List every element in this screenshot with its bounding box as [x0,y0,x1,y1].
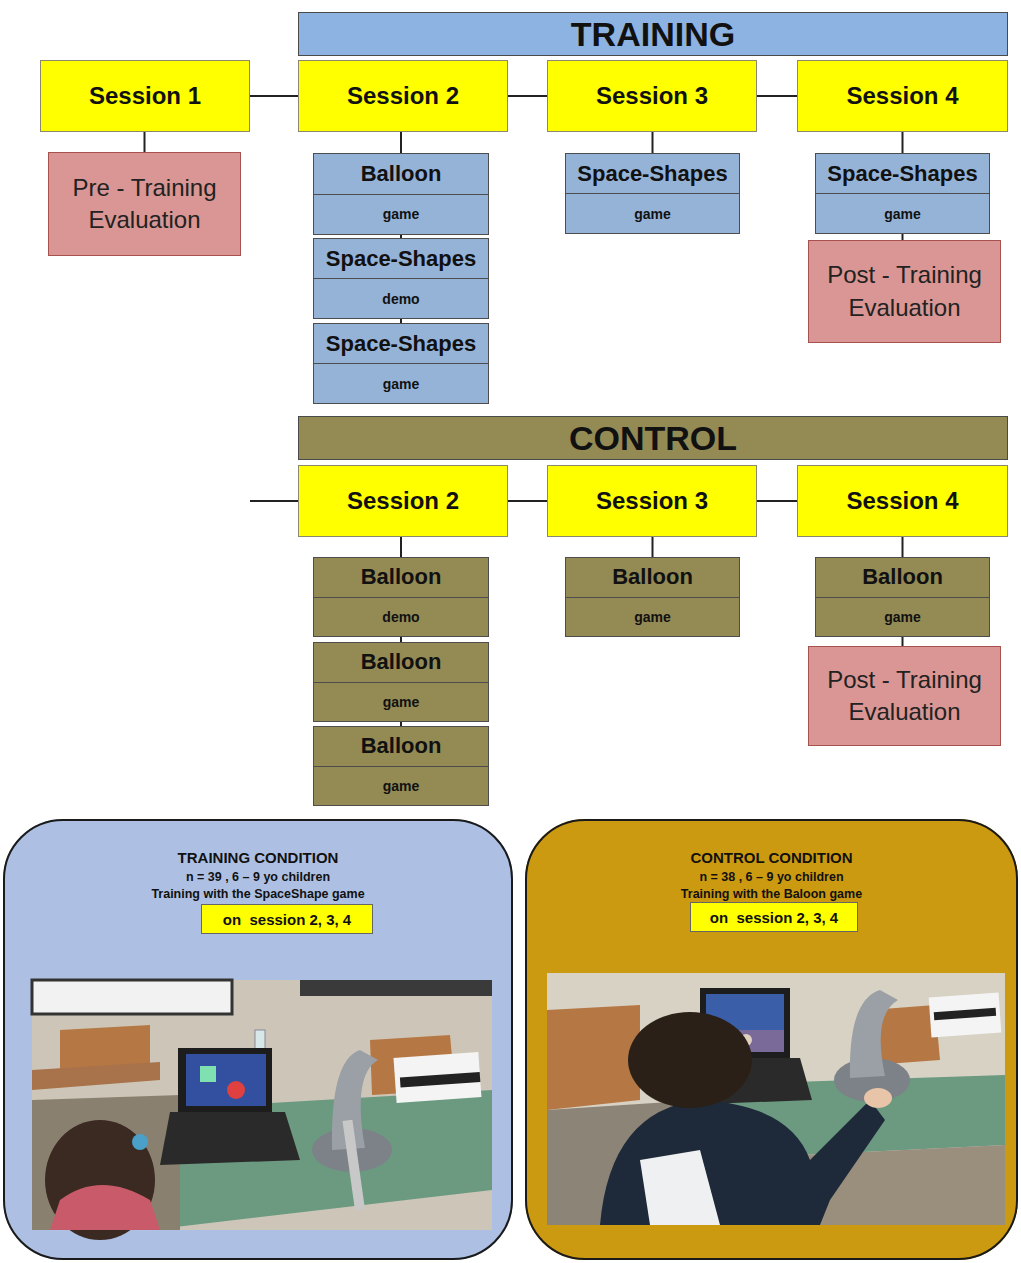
group-band: CONTROL [298,416,1008,460]
session-tag: on session 2, 3, 4 [201,904,373,934]
activity-mode: demo [314,278,488,318]
evaluation-label: Pre - Training Evaluation [55,172,234,237]
band-title: TRAINING [571,15,735,54]
connector-line [757,500,797,502]
photo-training [32,980,492,1240]
session-box: Session 2 [298,60,508,132]
session-label: Session 2 [347,82,459,110]
panel-note: n = 39 , 6 – 9 yo children [5,869,511,886]
activity-mode: game [314,194,488,235]
session-tag: on session 2, 3, 4 [690,902,858,932]
panel-note: Training with the SpaceShape game [5,886,511,903]
activity-box: Space-Shapesdemo [313,238,489,319]
evaluation-label: Post - Training Evaluation [815,259,994,324]
activity-name: Balloon [314,727,488,766]
connector-line [144,132,146,152]
session-box: Session 1 [40,60,250,132]
photo-control [547,973,1005,1225]
activity-box: Balloongame [313,642,489,722]
timeline-stub [250,500,298,502]
activity-mode: game [566,597,739,637]
activity-box: Space-Shapesgame [815,153,990,234]
activity-box: Balloongame [565,557,740,637]
session-label: Session 3 [596,82,708,110]
activity-mode: game [314,766,488,806]
session-box: Session 4 [797,60,1008,132]
panel-note: n = 38 , 6 – 9 yo children [527,869,1016,886]
session-label: Session 4 [846,82,958,110]
session-label: Session 2 [347,487,459,515]
session-box: Session 3 [547,60,757,132]
session-box: Session 2 [298,465,508,537]
activity-name: Space-Shapes [816,154,989,193]
connector-line [652,132,654,153]
activity-mode: game [816,597,989,637]
connector-line [757,95,797,97]
evaluation-box: Post - Training Evaluation [808,240,1001,343]
session-label: Session 3 [596,487,708,515]
connector-line [250,95,298,97]
evaluation-label: Post - Training Evaluation [815,664,994,729]
activity-mode: game [314,682,488,722]
activity-name: Space-Shapes [314,324,488,363]
condition-panel: TRAINING CONDITIONn = 39 , 6 – 9 yo chil… [3,819,513,1260]
session-tag-label: on session 2, 3, 4 [710,909,838,926]
panel-fill [525,819,1018,1260]
activity-name: Balloon [314,154,488,194]
panel-fill [3,819,513,1260]
activity-name: Balloon [314,558,488,597]
group-band: TRAINING [298,12,1008,56]
activity-name: Balloon [314,643,488,682]
session-label: Session 1 [89,82,201,110]
session-tag-label: on session 2, 3, 4 [223,911,351,928]
activity-name: Balloon [566,558,739,597]
band-title: CONTROL [569,419,737,458]
activity-mode: game [566,193,739,233]
session-box: Session 3 [547,465,757,537]
activity-mode: demo [314,597,488,637]
connector-line [902,132,904,153]
panel-title: CONTROL CONDITION [527,847,1016,869]
activity-box: Balloondemo [313,557,489,637]
evaluation-box: Post - Training Evaluation [808,646,1001,746]
connector-line [508,95,547,97]
activity-name: Space-Shapes [566,154,739,193]
activity-box: Balloongame [815,557,990,637]
activity-name: Balloon [816,558,989,597]
session-box: Session 4 [797,465,1008,537]
connector-line [652,537,654,557]
connector-line [902,537,904,557]
activity-box: Balloongame [313,153,489,235]
evaluation-box: Pre - Training Evaluation [48,152,241,256]
activity-name: Space-Shapes [314,239,488,278]
panel-note: Training with the Baloon game [527,886,1016,903]
panel-title: TRAINING CONDITION [5,847,511,869]
activity-box: Balloongame [313,726,489,806]
connector-line [508,500,547,502]
connector-line [902,637,904,646]
condition-panel: CONTROL CONDITIONn = 38 , 6 – 9 yo child… [525,819,1018,1260]
session-label: Session 4 [846,487,958,515]
connector-line [400,537,402,557]
connector-line [400,132,402,153]
activity-box: Space-Shapesgame [565,153,740,234]
activity-mode: game [816,193,989,233]
activity-box: Space-Shapesgame [313,323,489,404]
activity-mode: game [314,363,488,403]
